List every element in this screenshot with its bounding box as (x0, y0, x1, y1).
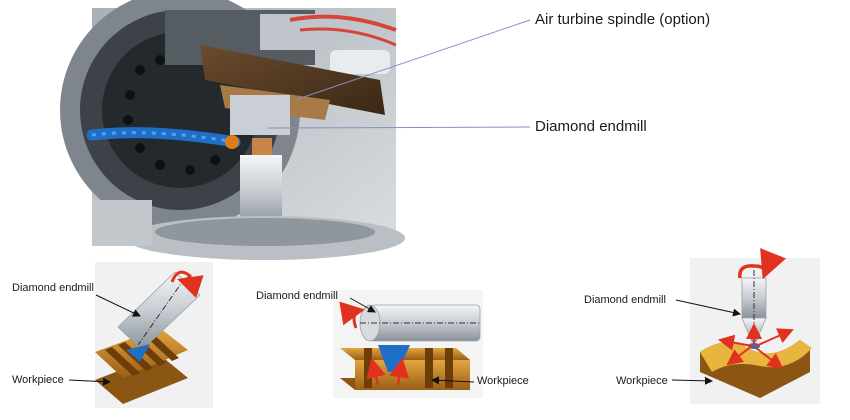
air-turbine-spindle-label: Air turbine spindle (option) (535, 11, 711, 28)
d1-tool-pointer (95, 294, 141, 317)
d2-tool-label: Diamond endmill (256, 290, 338, 302)
diamond-endmill-photo-label: Diamond endmill (535, 118, 647, 135)
spindle-callout-line (294, 19, 531, 101)
diagram-tilted-endmill (95, 262, 213, 408)
d3-workpiece-pointer (671, 376, 713, 385)
d2-workpiece-pointer (431, 376, 475, 385)
d1-workpiece-pointer (68, 377, 111, 386)
d1-tool-label: Diamond endmill (12, 282, 94, 294)
endmill-callout-line (267, 126, 531, 129)
d3-tool-label: Diamond endmill (584, 294, 666, 306)
d2-tool-pointer (349, 297, 376, 313)
d2-workpiece-label: Workpiece (477, 375, 529, 387)
diagram-vertical-endmill (690, 248, 820, 404)
d3-tool-pointer (675, 299, 741, 317)
machine-photo (60, 0, 405, 260)
d3-workpiece-label: Workpiece (616, 375, 668, 387)
d1-workpiece-label: Workpiece (12, 374, 64, 386)
diagram-horizontal-endmill (333, 290, 483, 398)
